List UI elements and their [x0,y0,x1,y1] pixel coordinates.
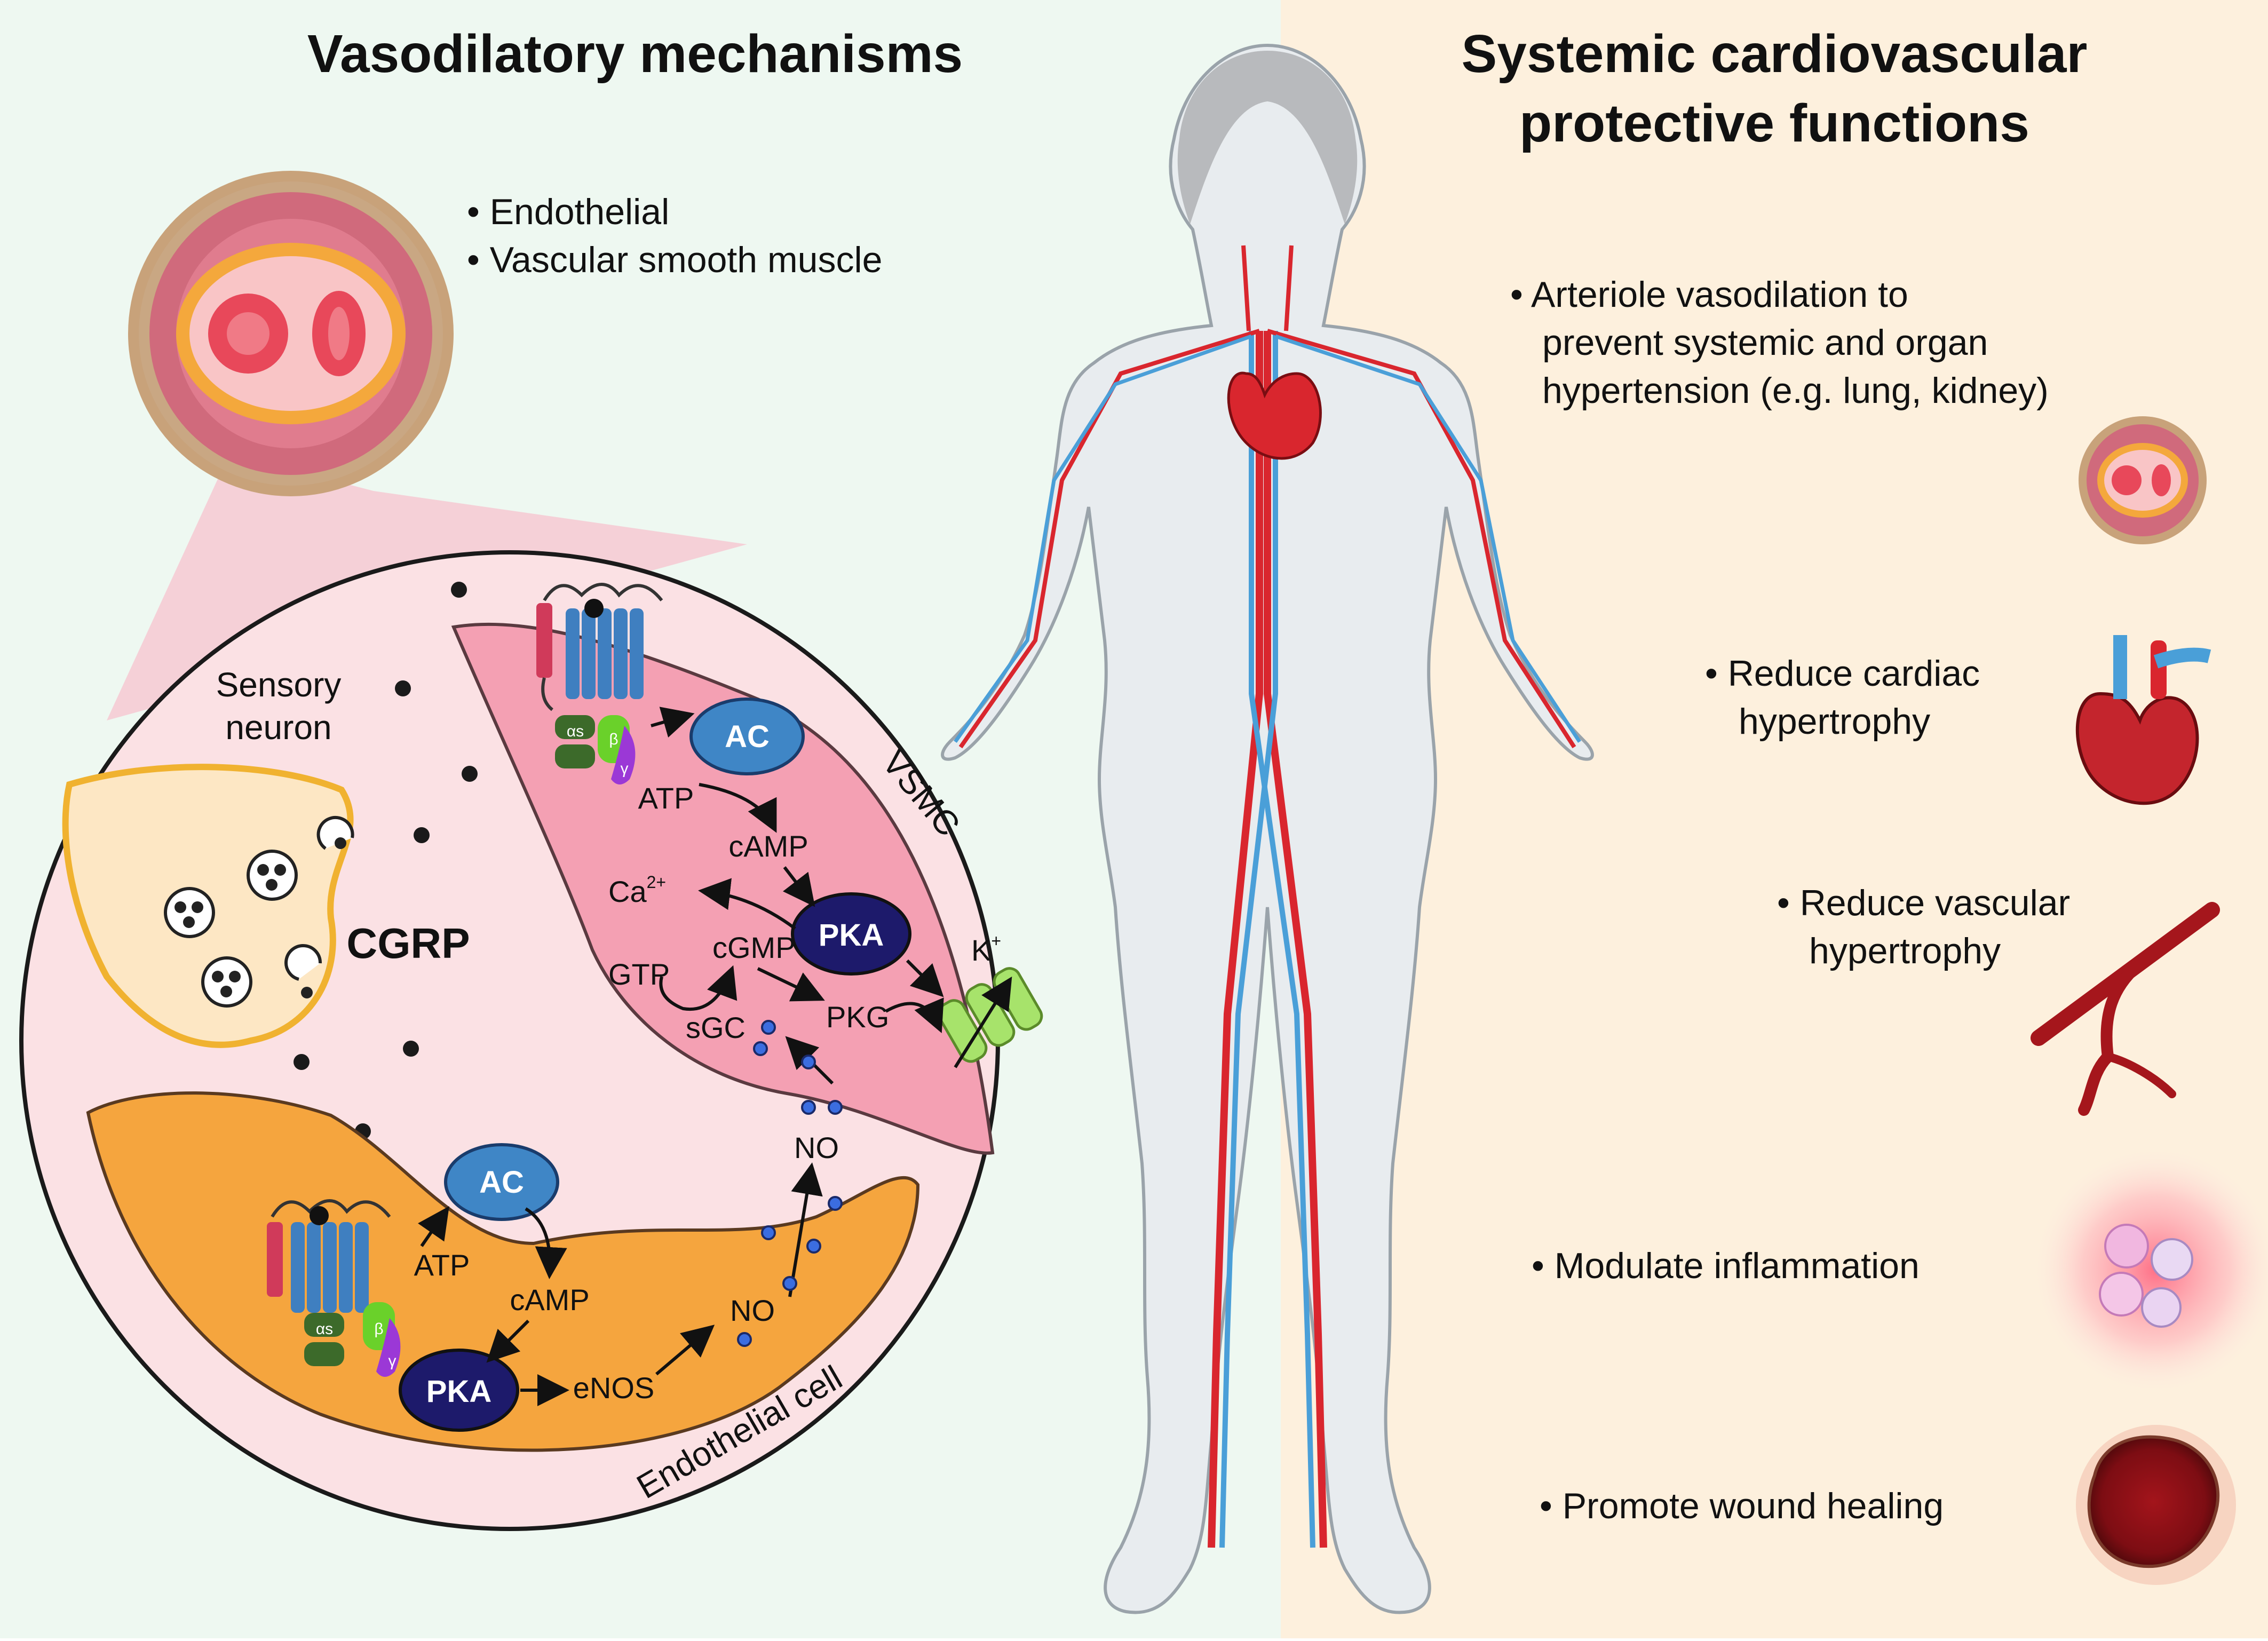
cgrp-particles [294,582,478,1139]
endo-gamma-label: γ [388,1352,396,1370]
endo-enos-label: eNOS [573,1371,655,1405]
k-efflux-arrow [954,976,1012,1068]
vsmc-beta-label: β [609,731,618,748]
endothelial-cell [86,1091,920,1452]
vsmc-gamma-label: γ [621,760,629,778]
right-item-1-line-1: • Arteriole vasodilation to [1510,274,1908,315]
heart-in-body [1227,371,1322,460]
no-molecules-vsmc [753,1020,843,1115]
no-molecules-endothelial [737,1196,843,1347]
right-item-2-line-2: hypertrophy [1739,701,1930,742]
vsmc-ca-label: Ca2+ [608,873,666,908]
right-item-3-line-1: • Reduce vascular [1777,883,2070,923]
vsmc-ca-sup: 2+ [647,873,666,892]
endo-alpha-label: αs [316,1320,333,1338]
vsmc-k-sup: + [991,931,1001,950]
vsmc-pka-pill: PKA [791,892,911,976]
vsmc-ac-pill: AC [689,697,805,775]
vsmc-pkg-label: PKG [826,1000,889,1034]
right-item-1: • Arteriole vasodilation to prevent syst… [1510,274,2049,411]
right-item-3: • Reduce vascular hypertrophy [1777,883,2070,971]
vsmc-pka-label: PKA [819,918,884,953]
left-title: Vasodilatory mechanisms [307,24,963,84]
vesicles [164,815,354,1008]
bullet-vascular-smooth-muscle: • Vascular smooth muscle [467,240,882,280]
right-item-2: • Reduce cardiac hypertrophy [1705,653,1980,742]
endo-ac-label: AC [479,1165,524,1200]
cgrp-label: CGRP [346,919,470,967]
vsmc-ca-text: Ca [608,875,647,908]
vsmc-k-label: K+ [971,931,1001,967]
right-item-3-line-2: hypertrophy [1809,931,2001,971]
right-item-1-line-2: prevent systemic and organ [1542,322,1988,363]
vsmc-k-text: K [971,933,991,967]
human-body-figure [941,43,1594,1614]
vsmc-alpha-label: αs [567,723,584,740]
inflammation-cells-icon [2033,1147,2268,1393]
right-item-4: • Modulate inflammation [1532,1246,1920,1286]
sensory-label-line-2: neuron [225,708,331,747]
endo-beta-label: β [374,1320,383,1338]
endo-atp-label: ATP [414,1248,470,1282]
vascular-system [954,245,1581,1548]
vsmc-atp-label: ATP [638,781,694,815]
vessel-cross-section-icon [128,171,454,496]
endo-pka-label: PKA [426,1374,491,1409]
endo-pka-pill: PKA [399,1349,519,1432]
right-item-1-line-3: hypertension (e.g. lung, kidney) [1542,370,2049,411]
vsmc-receptor-icon: αs β γ [536,583,663,784]
bullet-endothelial: • Endothelial [467,192,669,232]
wound-icon [2076,1425,2236,1585]
vessel-cross-section-small-icon [2079,416,2207,544]
endo-no-label: NO [730,1294,775,1327]
sensory-label-line-1: Sensory [216,665,342,704]
right-title-line-1: Systemic cardiovascular [1462,24,2088,84]
vsmc-camp-label: cAMP [728,829,808,863]
endo-ac-pill: AC [444,1143,559,1221]
blood-vessel-branch-icon [2031,902,2220,1116]
right-title-line-2: protective functions [1519,93,2029,153]
endothelial-receptor-icon: αs β γ [267,1199,401,1377]
vsmc-ac-label: AC [725,719,770,754]
heart-icon [2075,635,2211,805]
endo-pathway-arrows [418,1162,823,1406]
right-item-5: • Promote wound healing [1540,1486,1944,1526]
potassium-channel-icon [937,967,1043,1063]
vsmc-sgc-label: sGC [686,1011,746,1044]
right-item-2-line-1: • Reduce cardiac [1705,653,1980,694]
vsmc-no-label: NO [794,1131,839,1164]
endo-camp-label: cAMP [510,1283,589,1317]
vsmc-cgmp-label: cGMP [712,931,796,964]
